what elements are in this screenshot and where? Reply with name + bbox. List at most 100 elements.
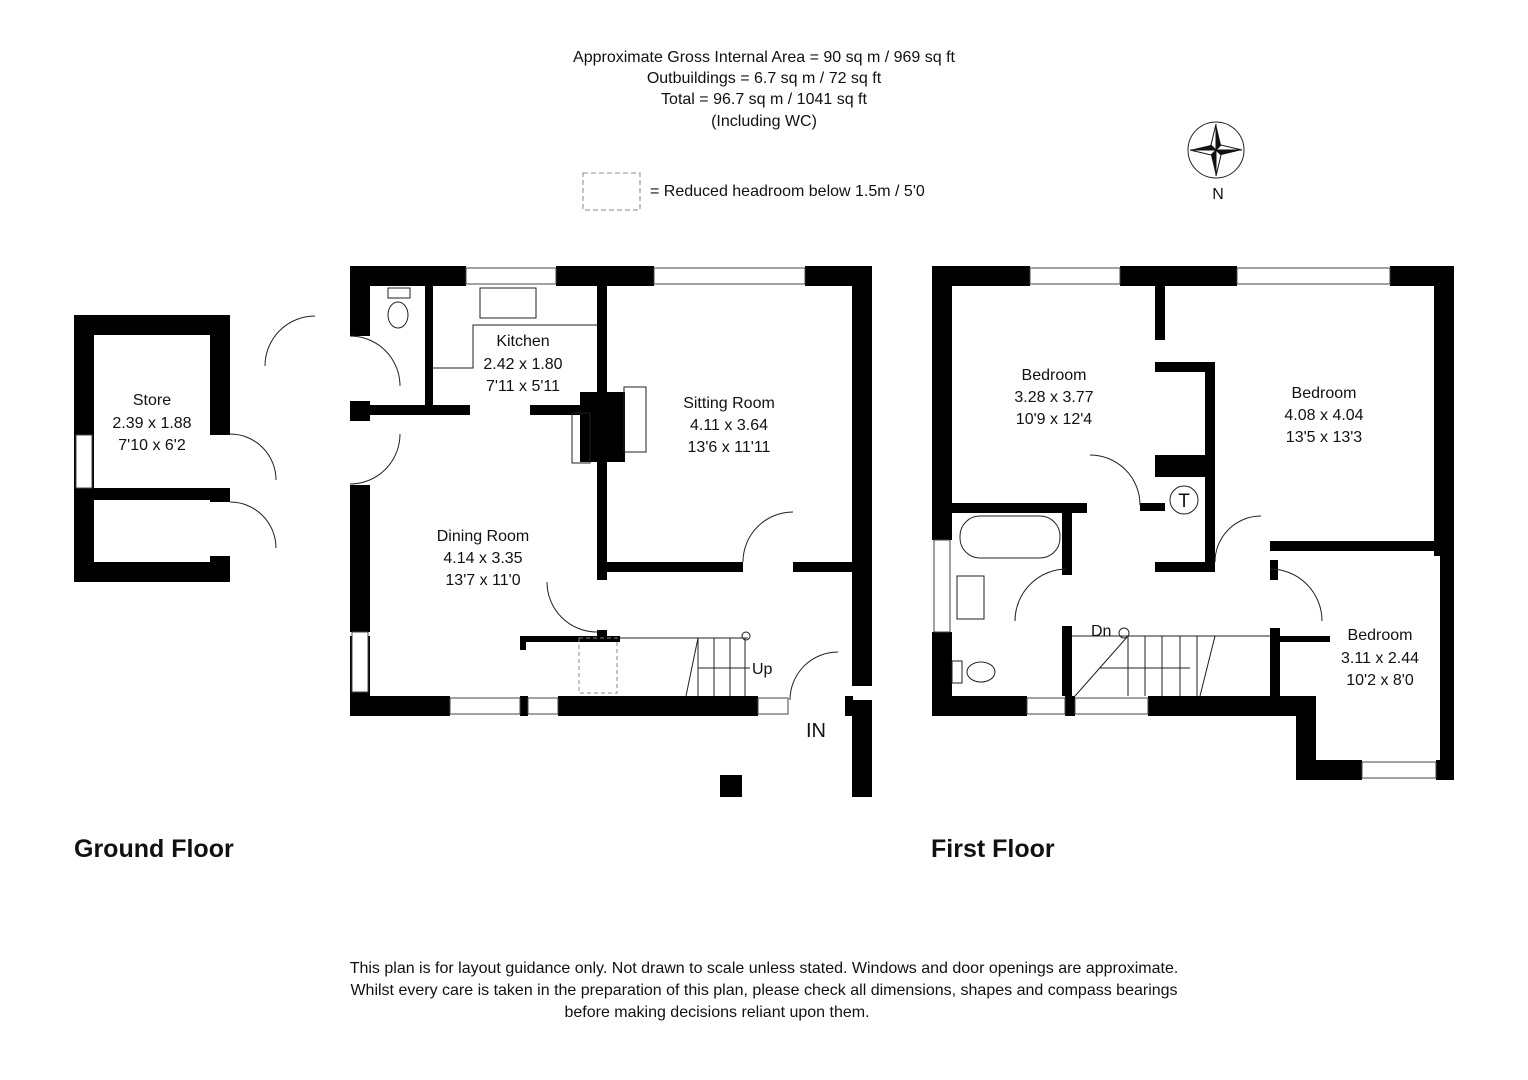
wall — [793, 562, 852, 572]
wall — [1270, 628, 1280, 696]
wall — [1065, 696, 1075, 716]
wall — [74, 488, 230, 500]
wall — [597, 462, 607, 580]
wall — [370, 405, 470, 415]
wall — [1296, 696, 1316, 780]
basin-icon — [956, 575, 985, 620]
disclaimer-line: This plan is for layout guidance only. N… — [350, 960, 1179, 977]
stair-up-label: Up — [752, 661, 773, 678]
room-name: Dining Room — [437, 528, 529, 545]
walls — [74, 266, 1454, 797]
room-kitchen: Kitchen 2.42 x 1.80 7'11 x 5'11 — [483, 333, 562, 395]
toilet-icon — [966, 661, 996, 683]
wall — [350, 696, 450, 716]
room-size-metric: 3.11 x 2.44 — [1341, 650, 1419, 667]
kitchen-worktop — [431, 324, 597, 369]
wall — [520, 636, 620, 642]
room-name: Bedroom — [1348, 627, 1413, 644]
area-line: Approximate Gross Internal Area = 90 sq … — [573, 49, 956, 66]
wall — [558, 696, 758, 716]
wall — [597, 286, 607, 392]
ground-floor-title: Ground Floor — [74, 835, 234, 863]
door-swing — [264, 315, 316, 367]
wall — [720, 775, 742, 797]
wall — [932, 266, 1030, 286]
area-summary: Approximate Gross Internal Area = 90 sq … — [573, 49, 956, 130]
wall — [607, 562, 743, 572]
wall — [1155, 455, 1215, 477]
wall — [932, 696, 1027, 716]
stair-down-label: Dn — [1091, 623, 1111, 640]
wc-toilet-icon — [387, 301, 409, 329]
wall — [852, 700, 872, 797]
room-size-imperial: 13'7 x 11'0 — [445, 572, 520, 589]
room-bedroom-2: Bedroom 4.08 x 4.04 13'5 x 13'3 — [1284, 385, 1363, 446]
room-bedroom-3: Bedroom 3.11 x 2.44 10'2 x 8'0 — [1341, 627, 1419, 689]
door-swing — [349, 335, 401, 387]
door-swing — [1269, 568, 1323, 622]
room-size-metric: 2.42 x 1.80 — [483, 356, 562, 373]
door-swing — [1014, 568, 1068, 622]
wall — [74, 315, 230, 335]
window — [1026, 697, 1066, 715]
entrance-label: IN — [806, 720, 826, 742]
wall — [350, 266, 466, 286]
fireplace-surround — [623, 386, 647, 453]
door-swing — [789, 651, 839, 701]
window — [1236, 267, 1391, 285]
wall — [1434, 266, 1454, 556]
window — [757, 697, 789, 715]
room-size-metric: 4.14 x 3.35 — [443, 550, 522, 567]
windows — [75, 267, 1437, 779]
kitchen-sink-icon — [479, 287, 537, 319]
wall — [597, 630, 607, 638]
wall — [952, 503, 1087, 513]
window — [75, 434, 93, 489]
door-swing — [546, 581, 598, 633]
door-swing — [742, 511, 794, 563]
wall — [1280, 636, 1330, 642]
room-size-imperial: 10'2 x 8'0 — [1346, 672, 1414, 689]
disclaimer-line: Whilst every care is taken in the prepar… — [350, 982, 1177, 999]
bath-icon — [959, 515, 1061, 559]
room-size-imperial: 13'6 x 11'11 — [688, 439, 771, 456]
wall — [580, 392, 625, 462]
disclaimer-line: before making decisions reliant upon the… — [564, 1004, 869, 1021]
room-name: Store — [133, 392, 171, 409]
room-size-imperial: 10'9 x 12'4 — [1016, 411, 1092, 428]
window — [653, 267, 806, 285]
wall — [210, 556, 230, 582]
wall — [1148, 696, 1310, 716]
wall — [350, 485, 370, 632]
water-tank-icon — [1169, 485, 1199, 515]
fixtures: T Up IN — [229, 287, 1323, 742]
compass-label: N — [1212, 186, 1224, 203]
room-size-imperial: 7'10 x 6'2 — [118, 437, 186, 454]
room-store: Store 2.39 x 1.88 7'10 x 6'2 — [112, 392, 191, 454]
wall — [520, 636, 526, 650]
wall — [1155, 286, 1165, 340]
wall — [210, 315, 230, 435]
wall — [932, 266, 952, 540]
wall — [350, 401, 370, 421]
compass-icon — [1187, 121, 1245, 179]
window — [449, 697, 521, 715]
room-dining-room: Dining Room 4.14 x 3.35 13'7 x 11'0 — [437, 528, 529, 589]
area-line: Outbuildings = 6.7 sq m / 72 sq ft — [647, 70, 882, 87]
room-size-imperial: 7'11 x 5'11 — [486, 378, 560, 395]
door-swing — [229, 433, 277, 481]
wall — [350, 266, 370, 336]
door-swing — [1089, 454, 1141, 506]
staircase-first — [1072, 627, 1270, 697]
room-bedroom-1: Bedroom 3.28 x 3.77 10'9 x 12'4 — [1014, 367, 1093, 428]
first-floor-title: First Floor — [931, 835, 1055, 863]
wall — [520, 696, 528, 716]
wall — [852, 266, 872, 686]
window — [465, 267, 557, 285]
wall — [1155, 362, 1215, 372]
wall — [1270, 560, 1278, 580]
window — [1029, 267, 1121, 285]
wall — [1062, 626, 1072, 696]
door-swing — [1214, 515, 1262, 563]
room-name: Sitting Room — [683, 395, 775, 412]
